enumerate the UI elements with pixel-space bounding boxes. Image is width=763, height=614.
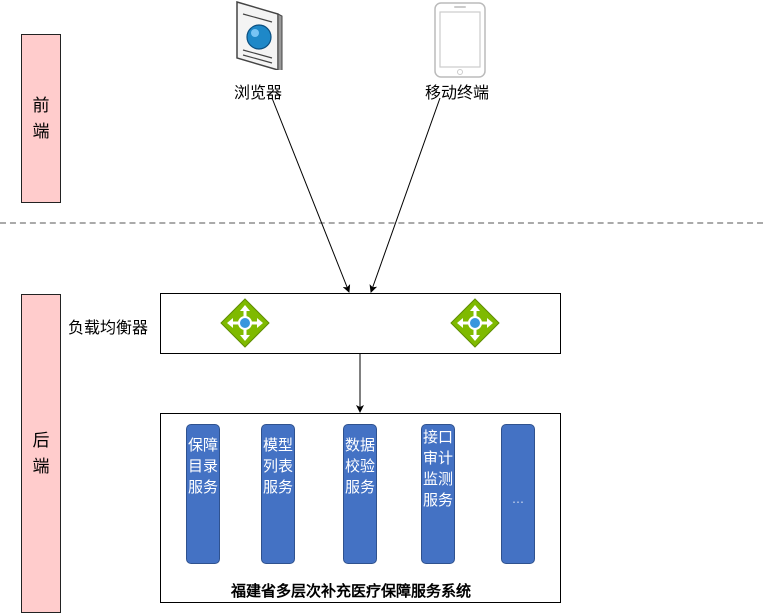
mobile-to-lb-arrow xyxy=(369,97,441,293)
load-balancer-label: 负载均衡器 xyxy=(68,318,149,337)
system-title: 福建省多层次补充医疗保障服务系统 xyxy=(231,582,472,600)
backend-band: 后端 xyxy=(21,294,61,613)
load-balancer-icon xyxy=(450,298,500,348)
service-system-box: 保障目录服务 模型列表服务 数据校验服务 接口审计监测服务 … 福建省多层次补充… xyxy=(160,413,561,603)
backend-label: 后端 xyxy=(32,430,50,477)
mobile-label: 移动终端 xyxy=(425,83,490,102)
load-balancer-box xyxy=(160,293,561,354)
frontend-band: 前端 xyxy=(21,34,61,203)
load-balancer-icon xyxy=(220,298,270,348)
tier-divider xyxy=(0,222,763,224)
browser-label: 浏览器 xyxy=(234,83,283,102)
service-interface-audit: 接口审计监测服务 xyxy=(421,424,455,564)
browser-to-lb-arrow xyxy=(271,97,351,293)
service-more: … xyxy=(501,424,535,564)
browser-icon xyxy=(236,0,283,70)
frontend-label: 前端 xyxy=(32,95,50,142)
mobile-phone-icon xyxy=(434,2,486,78)
service-model-list: 模型列表服务 xyxy=(261,424,295,564)
service-catalog: 保障目录服务 xyxy=(186,424,220,564)
service-data-validation: 数据校验服务 xyxy=(343,424,377,564)
